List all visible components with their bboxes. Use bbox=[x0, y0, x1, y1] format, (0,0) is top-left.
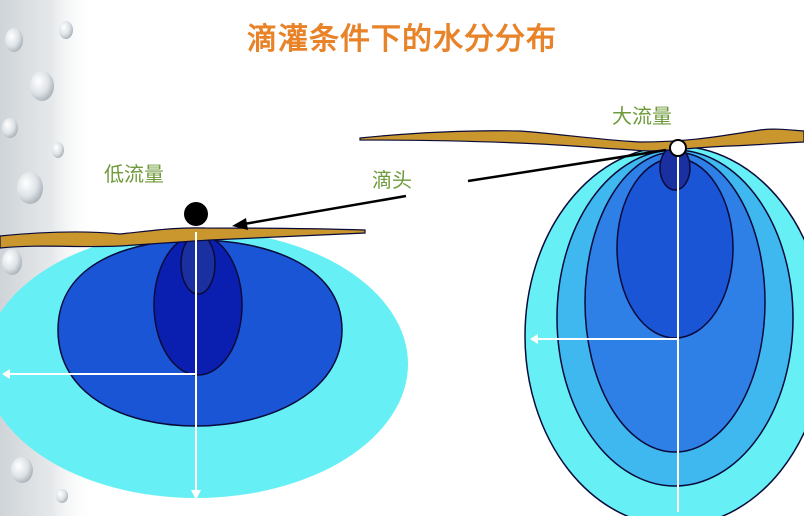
emitter-label: 滴头 bbox=[372, 168, 412, 192]
high-flow-wetting-pattern bbox=[359, 128, 804, 516]
low-flow-core-zone bbox=[180, 233, 216, 295]
pointer-to-low-flow-emitter bbox=[243, 194, 407, 226]
low-flow-wetting-pattern bbox=[0, 202, 408, 500]
high-flow-emitter-icon bbox=[669, 139, 687, 157]
high-flow-soil-surface bbox=[359, 128, 804, 152]
low-flow-emitter-icon bbox=[184, 202, 208, 226]
pointer-arrowhead-icon bbox=[232, 218, 248, 230]
low-flow-width-arrowhead bbox=[2, 369, 10, 379]
high-flow-width-arrowhead bbox=[530, 334, 538, 344]
low-flow-depth-arrowhead bbox=[191, 490, 201, 500]
low-flow-soil-surface bbox=[0, 227, 366, 249]
low-flow-label: 低流量 bbox=[104, 162, 164, 186]
emitter-pointers bbox=[232, 148, 667, 230]
page-title: 滴灌条件下的水分分布 bbox=[247, 22, 557, 57]
pointer-to-high-flow-emitter bbox=[467, 148, 667, 183]
high-flow-label: 大流量 bbox=[612, 104, 672, 128]
